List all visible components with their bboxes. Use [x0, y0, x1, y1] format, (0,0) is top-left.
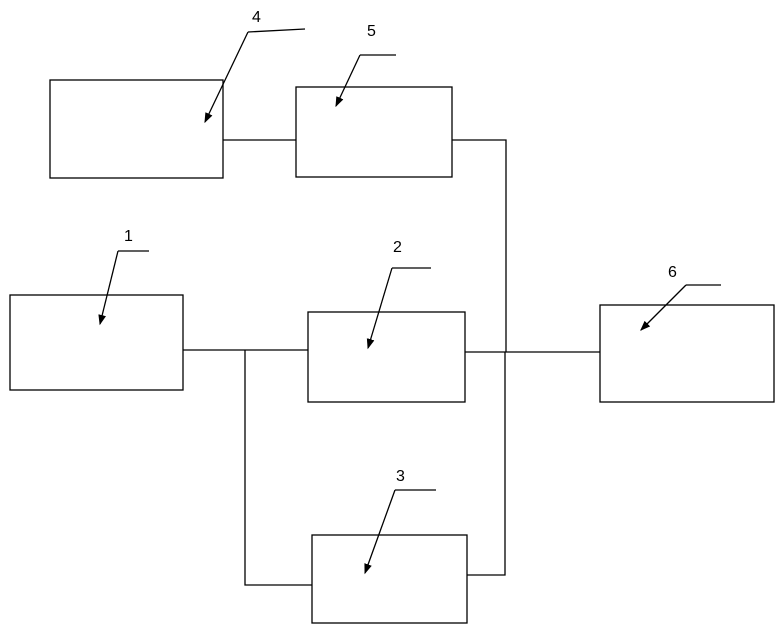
leader-5 [335, 54, 396, 108]
leader-6 [640, 284, 721, 331]
connection-1-3 [244, 350, 312, 586]
block-2 [307, 311, 466, 403]
connection-5-6 [452, 139, 507, 352]
leader-1 [98, 250, 149, 326]
block-5 [295, 86, 453, 178]
block-1 [9, 294, 184, 391]
leader-2 [366, 267, 431, 350]
leader-3 [364, 489, 436, 575]
block-3 [311, 534, 468, 624]
label-1: 1 [124, 228, 133, 245]
connection-3-6 [467, 352, 506, 576]
label-2: 2 [393, 239, 402, 256]
label-6: 6 [668, 264, 677, 281]
label-3: 3 [396, 468, 405, 485]
block-4 [49, 79, 224, 179]
leader-4 [204, 28, 306, 124]
label-4: 4 [252, 9, 261, 26]
label-5: 5 [367, 23, 376, 40]
block-6 [599, 304, 775, 403]
